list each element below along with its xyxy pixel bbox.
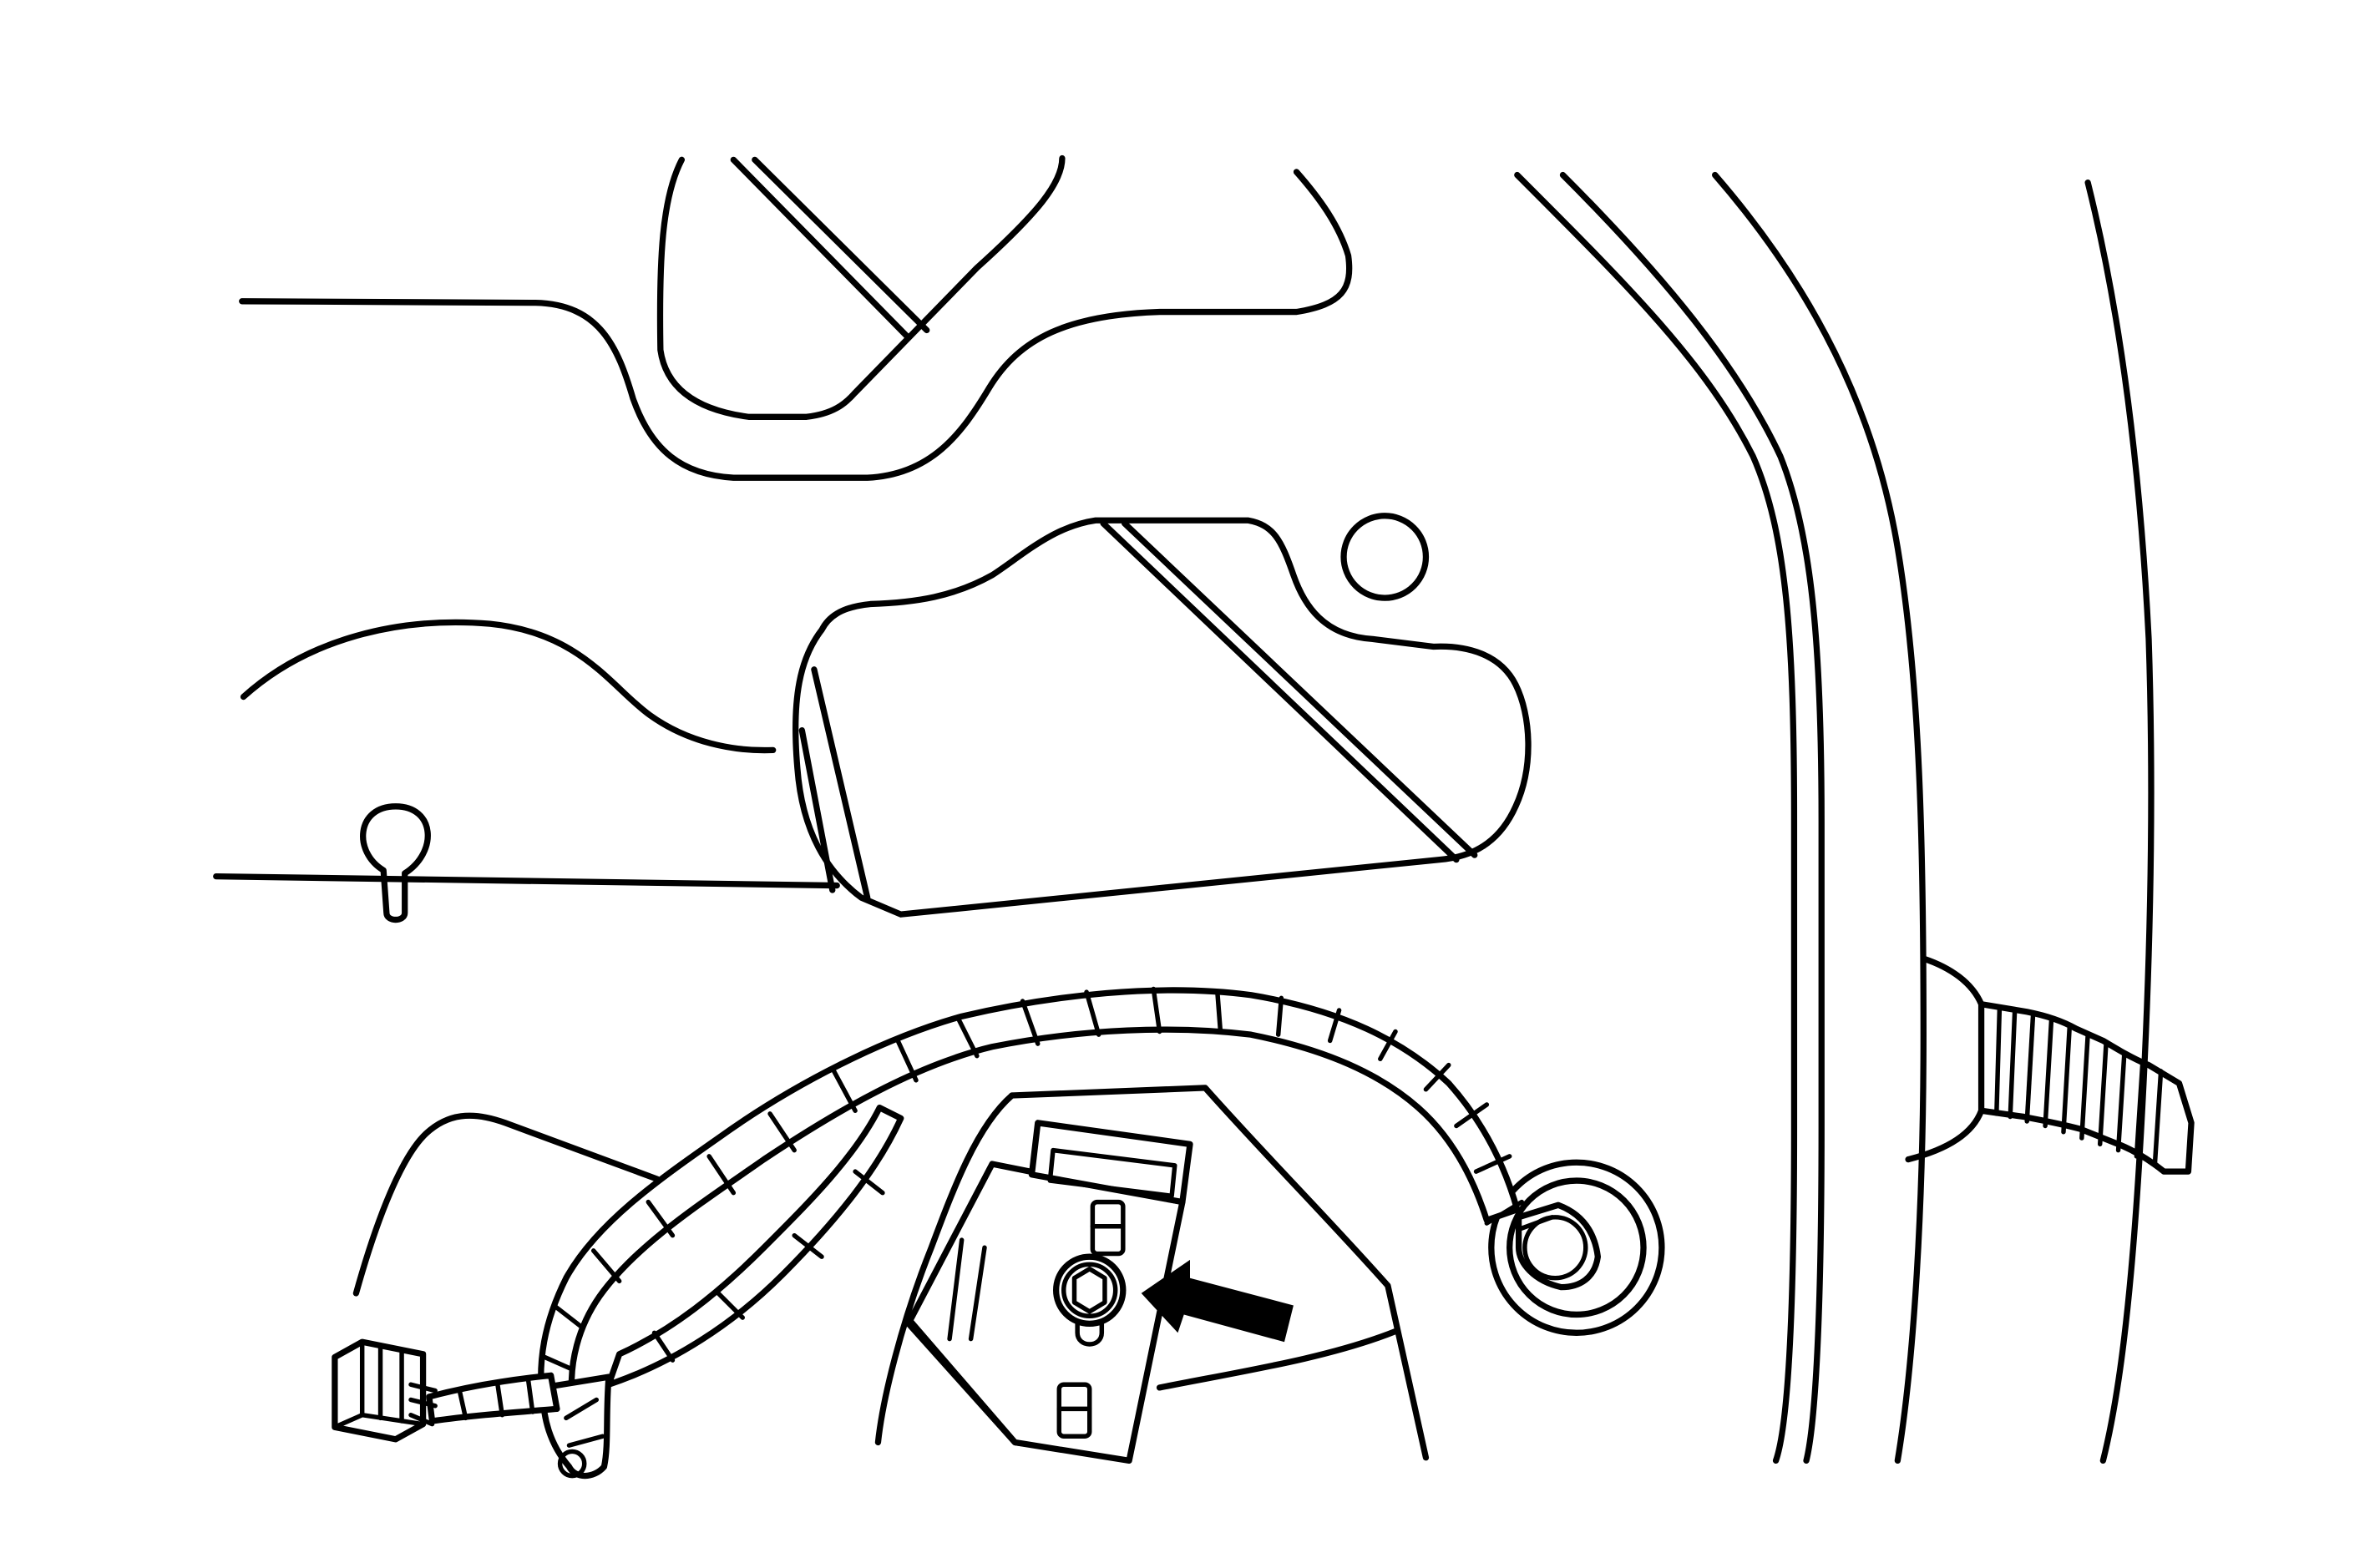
harness-boot-grommet bbox=[1905, 955, 2195, 1175]
harness-connector bbox=[332, 1338, 438, 1443]
callout-arrow bbox=[1141, 1259, 1294, 1343]
wiring-harness bbox=[426, 986, 1524, 1480]
mounting-bracket bbox=[907, 1120, 1193, 1464]
upper-door-panel bbox=[239, 154, 1353, 481]
hex-bolt bbox=[1052, 1253, 1127, 1328]
window-regulator-opening bbox=[213, 517, 1532, 918]
harness-socket bbox=[1488, 1159, 1665, 1336]
access-hole bbox=[1340, 513, 1430, 601]
door-frame-edge bbox=[1514, 171, 2155, 1464]
keyhole-slot bbox=[360, 803, 431, 923]
